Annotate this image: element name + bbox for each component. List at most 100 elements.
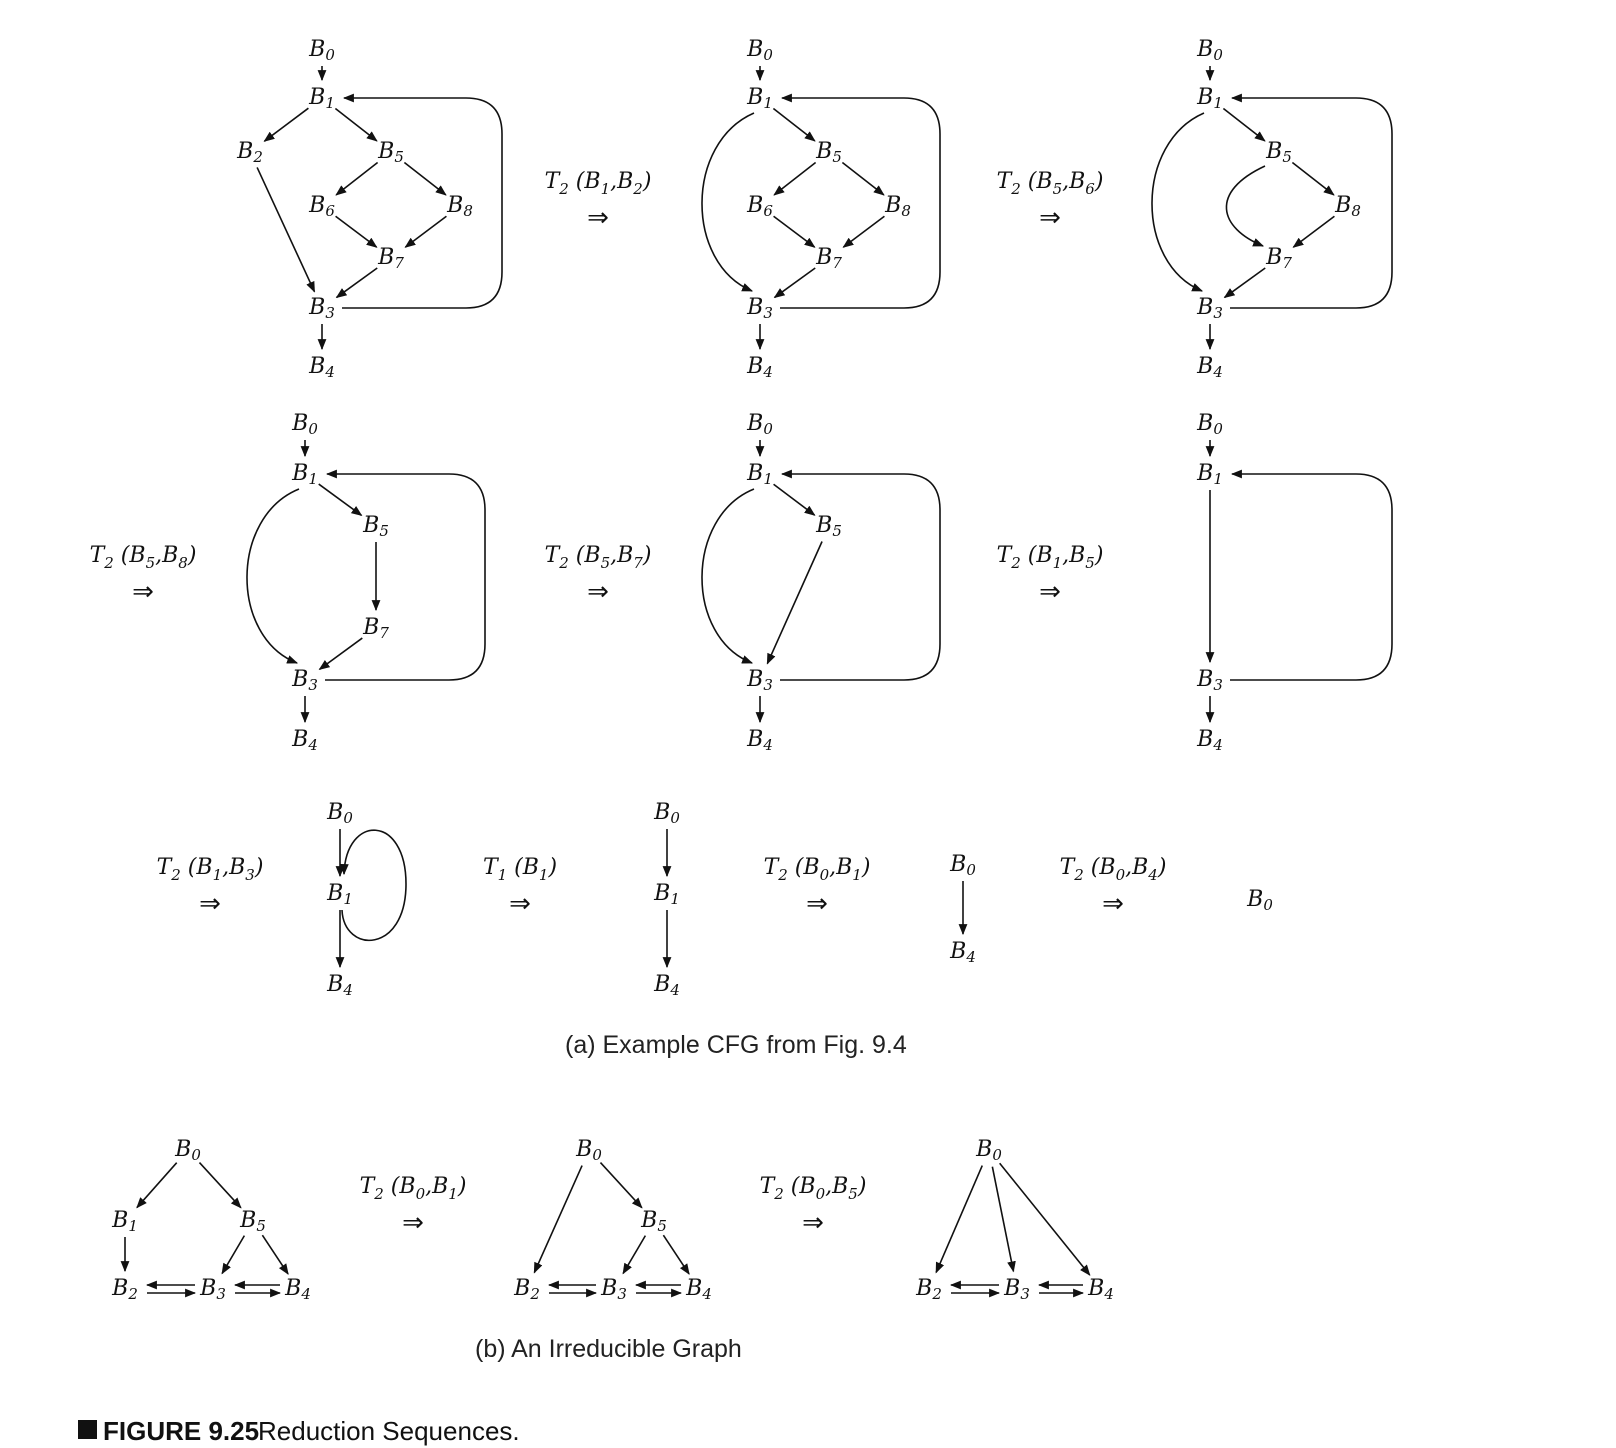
- node-a3-B0: B0: [291, 411, 318, 438]
- edge-a0-B5-B6: [335, 161, 379, 196]
- implies-arrow-a3: ⇒: [587, 577, 609, 607]
- node-a4-B0: B0: [746, 411, 773, 438]
- caption-part-b: (b) An Irreducible Graph: [475, 1335, 742, 1363]
- edges-layer: [120, 66, 1393, 1298]
- caption-part-a: (a) Example CFG from Fig. 9.4: [565, 1031, 907, 1059]
- edge-a3-B1-B3: [246, 488, 300, 664]
- node-a5-B4: B4: [1196, 727, 1223, 754]
- node-a0-B8: B8: [446, 193, 473, 220]
- node-a7-B0: B0: [653, 800, 680, 827]
- node-a1-B3: B3: [746, 295, 773, 322]
- implies-arrow-a0: ⇒: [587, 203, 609, 233]
- edge-a4-B3-B1: [780, 469, 941, 681]
- edge-a0-B1-B2: [263, 107, 309, 142]
- node-a0-B0: B0: [308, 37, 335, 64]
- edge-a3-B7-B3: [318, 637, 363, 671]
- transform-label-a6: T1 (B1): [483, 855, 557, 884]
- transform-label-a4: T2 (B1,B5): [997, 543, 1104, 572]
- edge-a1-B7-B3: [773, 267, 816, 299]
- transform-label-a0: T2 (B1,B2): [545, 169, 652, 198]
- node-b2-B3: B3: [1003, 1276, 1030, 1303]
- node-a2-B8: B8: [1334, 193, 1361, 220]
- node-a5-B0: B0: [1196, 411, 1223, 438]
- node-b0-B4: B4: [284, 1276, 311, 1303]
- edge-a1-B5-B6: [773, 161, 817, 196]
- edge-a3-B1-B5: [318, 483, 363, 517]
- node-b0-B3: B3: [199, 1276, 226, 1303]
- implies-arrow-b0: ⇒: [402, 1208, 424, 1238]
- implies-arrow-a2: ⇒: [132, 577, 154, 607]
- node-a1-B5: B5: [815, 139, 842, 166]
- implies-arrow-a4: ⇒: [1039, 577, 1061, 607]
- edge-a1-B1-B3: [701, 112, 755, 292]
- edge-b1-B5-B3: [622, 1235, 647, 1275]
- edge-a4-B5-B3: [766, 541, 823, 665]
- node-a3-B1: B1: [291, 461, 318, 488]
- node-a4-B5: B5: [815, 513, 842, 540]
- transform-label-a3: T2 (B5,B7): [545, 543, 652, 572]
- node-b0-B5: B5: [239, 1208, 266, 1235]
- node-b0-B2: B2: [111, 1276, 138, 1303]
- node-a1-B8: B8: [884, 193, 911, 220]
- edge-a0-B8-B7: [404, 215, 447, 248]
- edge-a1-B1-B5: [772, 107, 816, 142]
- node-a0-B2: B2: [236, 139, 263, 166]
- node-a3-B7: B7: [362, 615, 389, 642]
- edge-b1-B5-B4: [662, 1234, 690, 1275]
- edge-a1-B5-B8: [841, 161, 885, 196]
- transform-label-a2: T2 (B5,B8): [90, 543, 197, 572]
- node-a5-B3: B3: [1196, 667, 1223, 694]
- implies-arrow-b1: ⇒: [802, 1208, 824, 1238]
- node-a2-B0: B0: [1196, 37, 1223, 64]
- edge-a2-B1-B5: [1222, 107, 1266, 142]
- edge-a0-B3-B1: [342, 93, 503, 309]
- edge-a2-B3-B1: [1230, 93, 1393, 309]
- node-a6-B1: B1: [326, 881, 353, 908]
- edge-a0-B6-B7: [335, 215, 378, 248]
- node-a1-B6: B6: [746, 193, 773, 220]
- node-a0-B7: B7: [377, 245, 404, 272]
- node-a6-B4: B4: [326, 972, 353, 999]
- edge-a1-B6-B7: [773, 215, 816, 248]
- transform-label-b1: T2 (B0,B5): [760, 1174, 867, 1203]
- node-a1-B1: B1: [746, 85, 773, 112]
- node-a0-B5: B5: [377, 139, 404, 166]
- edge-a3-B3-B1: [325, 469, 486, 681]
- node-a4-B4: B4: [746, 727, 773, 754]
- edge-a5-B3-B1: [1230, 469, 1393, 681]
- edge-a2-B5-B8: [1291, 161, 1335, 196]
- edge-a4-B1-B5: [773, 483, 816, 516]
- transform-labels-layer: T2 (B1,B2) ⇒ T2 (B5,B6) ⇒ T2 (B5,B8) ⇒ T2 (B5,…: [90, 169, 1167, 1238]
- node-a3-B3: B3: [291, 667, 318, 694]
- edge-a1-B3-B1: [780, 93, 941, 309]
- node-a1-B0: B0: [746, 37, 773, 64]
- node-a2-B4: B4: [1196, 354, 1223, 381]
- node-b2-B0: B0: [975, 1137, 1002, 1164]
- edge-a0-B7-B3: [335, 267, 378, 299]
- node-a1-B7: B7: [815, 245, 842, 272]
- node-a7-B1: B1: [653, 881, 680, 908]
- transform-label-a1: T2 (B5,B6): [997, 169, 1104, 198]
- edge-a4-B1-B3: [701, 488, 755, 664]
- figure-caption: Reduction Sequences.: [258, 1416, 520, 1446]
- node-a4-B3: B3: [746, 667, 773, 694]
- implies-arrow-a6: ⇒: [509, 889, 531, 919]
- edge-a2-B8-B7: [1292, 215, 1335, 248]
- implies-arrow-a8: ⇒: [1102, 889, 1124, 919]
- node-a9-B0: B0: [1246, 887, 1273, 914]
- implies-arrow-a5: ⇒: [199, 889, 221, 919]
- node-a5-B1: B1: [1196, 461, 1223, 488]
- edge-a2-B1-B3: [1151, 112, 1205, 292]
- node-a7-B4: B4: [653, 972, 680, 999]
- edge-a2-B5-B7: [1225, 165, 1266, 247]
- node-a2-B7: B7: [1265, 245, 1292, 272]
- node-a2-B5: B5: [1265, 139, 1292, 166]
- node-a8-B4: B4: [949, 939, 976, 966]
- node-b1-B5: B5: [640, 1208, 667, 1235]
- edge-a0-B5-B8: [403, 161, 447, 196]
- node-a3-B4: B4: [291, 727, 318, 754]
- node-b2-B2: B2: [915, 1276, 942, 1303]
- node-b1-B4: B4: [685, 1276, 712, 1303]
- nodes-layer: B0B1B2B3B4B5B6B7B8B0B1B3B4B5B6B7B8B0B1B3…: [111, 37, 1361, 1303]
